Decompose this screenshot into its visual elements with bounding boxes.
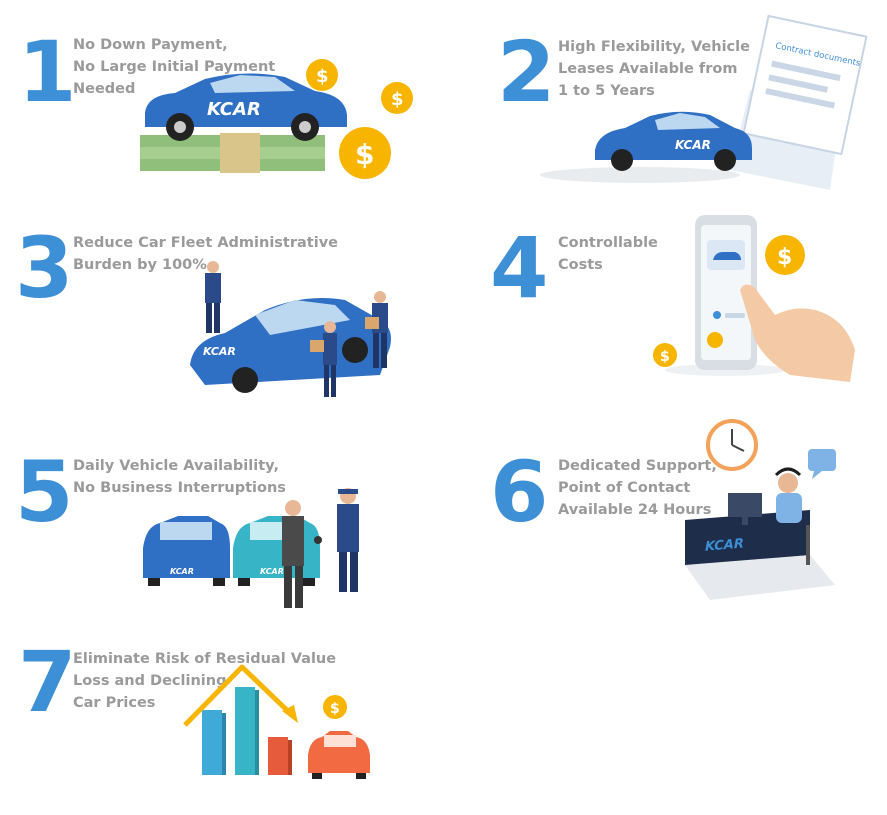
car-icon: KCAR — [190, 297, 391, 393]
bar-chart-icon — [202, 687, 292, 775]
pointing-hand-icon — [740, 284, 855, 382]
coin-icon: $ $ $ — [306, 59, 413, 179]
svg-text:$: $ — [660, 349, 670, 365]
money-stack-icon — [140, 133, 325, 173]
benefit-number: 1 — [18, 23, 76, 121]
clock-icon — [706, 419, 758, 471]
benefit-number: 5 — [15, 443, 73, 541]
cars-handover-illustration: KCAR KCAR — [143, 488, 359, 608]
svg-text:$: $ — [777, 245, 792, 270]
svg-text:$: $ — [316, 66, 329, 87]
benefit-caption: Controllable Costs — [558, 235, 658, 273]
benefit-number: 2 — [497, 23, 555, 121]
benefit-caption: No Down Payment, No Large Initial Paymen… — [73, 37, 276, 97]
kcar-logo: KCAR — [170, 567, 194, 576]
kcar-logo: KCAR — [203, 345, 236, 358]
phone-icon — [695, 215, 757, 370]
benefit-number: 4 — [490, 219, 548, 317]
laptop-icon: Contract documents — [730, 14, 868, 190]
svg-text:$: $ — [330, 701, 340, 717]
benefit-number: 6 — [490, 443, 548, 541]
svg-text:$: $ — [391, 89, 404, 110]
staff-icon — [337, 488, 359, 592]
car-laptop-illustration: Contract documents KCAR — [540, 14, 868, 190]
kcar-logo: KCAR — [207, 99, 261, 120]
benefit-caption: Dedicated Support, Point of Contact Avai… — [558, 458, 717, 518]
coin-icon: $ — [323, 695, 347, 719]
car-icon — [308, 731, 370, 779]
kcar-logo: KCAR — [260, 567, 284, 576]
car-icon: KCAR — [145, 73, 347, 141]
benefit-caption: Eliminate Risk of Residual Value Loss an… — [73, 651, 337, 711]
businessman-icon — [282, 500, 304, 608]
benefit-caption: High Flexibility, Vehicle Leases Availab… — [558, 39, 750, 99]
agent-icon — [774, 467, 810, 565]
car-service-illustration: KCAR — [190, 261, 391, 397]
benefit-number: 7 — [18, 633, 76, 731]
support-desk-illustration: KCAR — [685, 419, 836, 600]
declining-value-illustration: $ — [183, 664, 370, 779]
benefit-number: 3 — [15, 219, 73, 317]
kcar-logo: KCAR — [675, 138, 711, 152]
benefit-caption: Reduce Car Fleet Administrative Burden b… — [73, 235, 338, 273]
staff-icon — [205, 261, 388, 397]
car-icon: KCAR — [595, 111, 752, 171]
desk-icon: KCAR — [685, 493, 835, 600]
coin-icon: $ $ — [653, 235, 805, 367]
chat-bubble-icon — [808, 449, 836, 479]
kcar-logo: KCAR — [705, 536, 744, 554]
arrow-icon — [183, 664, 298, 727]
benefit-caption: Daily Vehicle Availability, No Business … — [73, 458, 286, 496]
svg-text:$: $ — [355, 138, 374, 171]
car-icon: KCAR KCAR — [143, 516, 320, 586]
phone-hand-illustration: $ $ — [653, 215, 855, 382]
car-money-illustration: KCAR $ $ $ — [140, 59, 413, 179]
key-icon — [314, 536, 322, 544]
